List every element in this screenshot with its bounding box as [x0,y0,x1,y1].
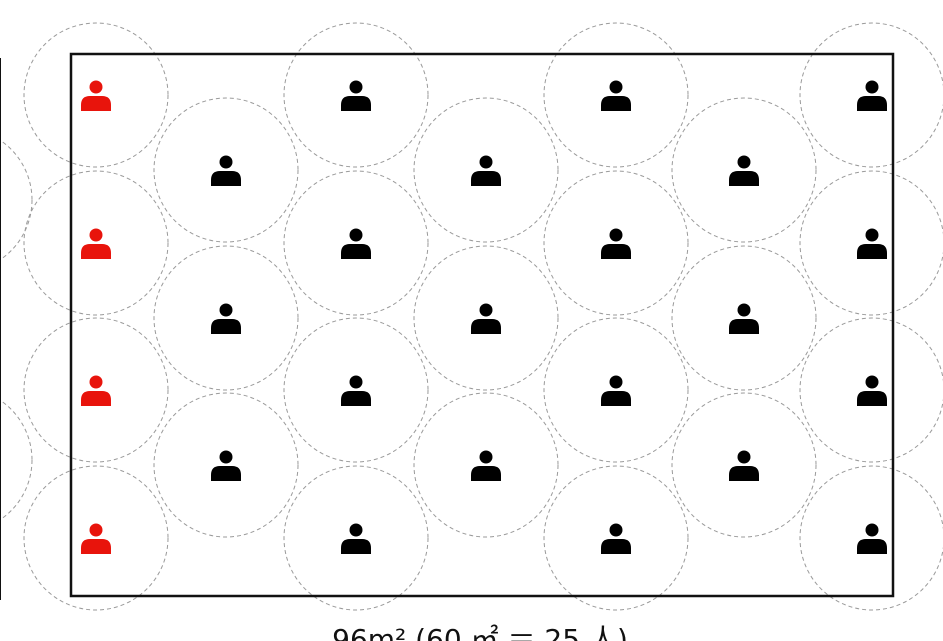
distance-circles [0,22,943,611]
distance-circle [153,97,299,243]
distance-circle [23,170,169,316]
distance-circle [283,317,429,463]
person-icon [601,228,631,259]
person-icon [211,155,241,186]
person-icon [601,523,631,554]
area-caption: 96m² (60 ㎡ ＝ 25 人) [332,623,628,641]
person-icon-highlighted [81,80,111,111]
distance-circle [283,170,429,316]
person-icon [857,228,887,259]
distance-circle [543,22,689,168]
distance-circle [23,22,169,168]
person-icon-highlighted [81,228,111,259]
distance-circle [671,392,817,538]
distance-circle [799,317,943,463]
distance-circle [0,139,33,261]
distance-circle [413,392,559,538]
distance-circle [153,392,299,538]
distance-circle [413,97,559,243]
distance-circle [799,22,943,168]
distance-circle [799,170,943,316]
distance-circle [543,170,689,316]
person-icon [857,80,887,111]
distance-circle [671,245,817,391]
person-icon [341,375,371,406]
people-group [81,80,887,554]
room-outline [69,52,895,598]
person-icon [471,450,501,481]
person-icon [729,450,759,481]
person-icon [857,523,887,554]
person-icon [471,303,501,334]
person-icon [729,155,759,186]
distance-circle [0,399,33,521]
distance-circle [543,465,689,611]
person-icon-highlighted [81,523,111,554]
person-icon [601,80,631,111]
distance-circle [283,22,429,168]
distance-circle [283,465,429,611]
person-icon [341,80,371,111]
person-icon [601,375,631,406]
distance-circle [543,317,689,463]
distance-circle [799,465,943,611]
person-icon [857,375,887,406]
person-icon [341,523,371,554]
person-icon [211,303,241,334]
person-icon [471,155,501,186]
distance-circle [153,245,299,391]
distance-circle [413,245,559,391]
distance-circle [671,97,817,243]
person-icon [729,303,759,334]
person-icon [211,450,241,481]
person-icon-highlighted [81,375,111,406]
distance-circle [23,317,169,463]
distance-circle [23,465,169,611]
person-icon [341,228,371,259]
